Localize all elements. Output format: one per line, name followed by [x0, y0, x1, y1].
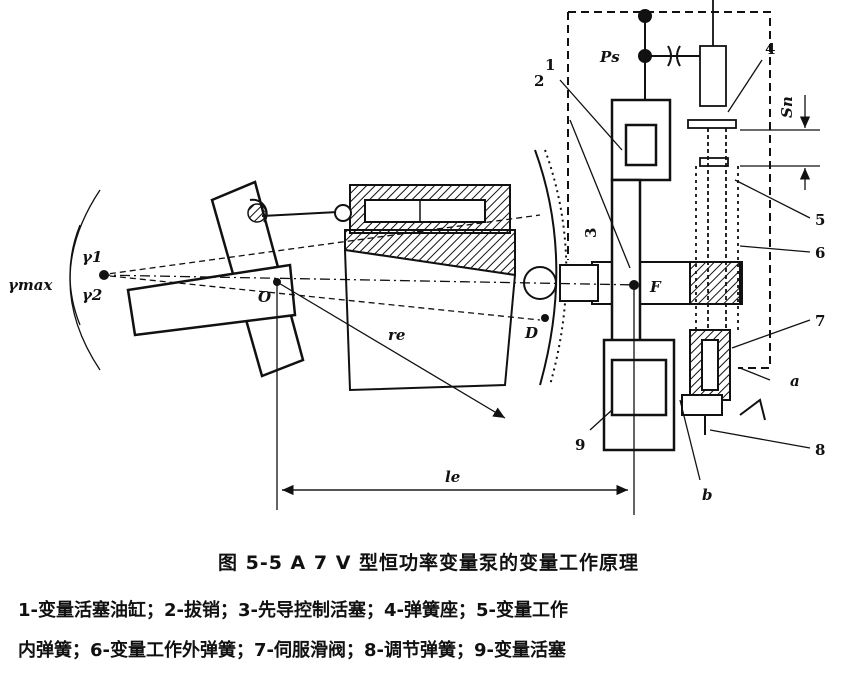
- label-sn: Sn: [778, 96, 796, 118]
- legend-line-2: 内弹簧；6-变量工作外弹簧；7-伺服滑阀；8-调节弹簧；9-变量活塞: [18, 640, 566, 661]
- label-re: re: [388, 326, 405, 344]
- label-6: 6: [815, 244, 825, 262]
- geometry-lines: [69, 189, 641, 515]
- label-8: 8: [815, 441, 825, 459]
- piston-link: [261, 204, 352, 222]
- figure-title: 图 5-5 A 7 V 型恒功率变量泵的变量工作原理: [217, 552, 640, 574]
- leader-lines: [559, 59, 820, 481]
- pivot-points: [99, 270, 639, 322]
- label-7: 7: [815, 312, 825, 330]
- label-a: a: [790, 372, 800, 390]
- swash-plate: [126, 180, 305, 378]
- variable-piston-cylinder: [602, 98, 676, 452]
- pressure-source: [638, 9, 700, 100]
- label-4: 4: [765, 40, 775, 58]
- label-F: F: [649, 278, 662, 296]
- label-gamma-2: γ2: [82, 286, 102, 304]
- label-gamma-1: γ1: [82, 248, 102, 266]
- housing-arc: [534, 149, 568, 386]
- label-Ps: Ps: [599, 48, 620, 66]
- servo-valve: [681, 329, 766, 435]
- label-5: 5: [815, 211, 825, 229]
- spring-assembly: [687, 0, 739, 330]
- label-9: 9: [575, 436, 585, 454]
- mechanism-diagram: 1 2 3 4 5 6 7 8 9 O F D Ps a b re le Sn …: [8, 0, 825, 515]
- cylinder-block: [343, 184, 517, 392]
- label-D: D: [524, 324, 538, 342]
- label-1: 1: [545, 56, 555, 74]
- label-2: 2: [534, 72, 544, 90]
- label-gamma-max: γmax: [8, 276, 53, 294]
- label-b: b: [702, 486, 713, 504]
- label-le: le: [445, 468, 460, 486]
- label-O: O: [258, 288, 271, 306]
- label-3: 3: [582, 228, 600, 238]
- control-loop-dashed: [567, 11, 771, 369]
- legend-line-1: 1-变量活塞油缸；2-拔销；3-先导控制活塞；4-弹簧座；5-变量工作: [18, 600, 568, 621]
